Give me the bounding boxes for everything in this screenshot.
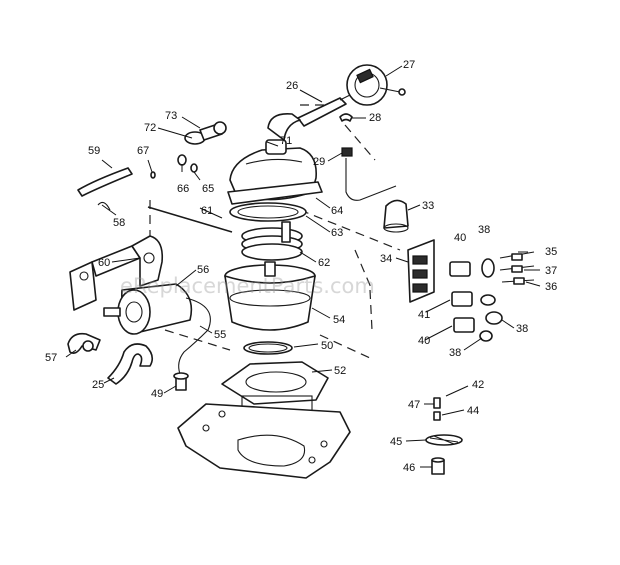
callout-73: 73 bbox=[165, 110, 177, 122]
callout-25: 25 bbox=[92, 379, 104, 391]
callout-40-top: 40 bbox=[454, 232, 466, 244]
callout-71: 71 bbox=[280, 135, 292, 147]
part-65-66-67-fittings bbox=[150, 154, 198, 179]
part-49-bolt bbox=[173, 372, 189, 391]
callout-38-bottom: 38 bbox=[449, 347, 461, 359]
callout-63: 63 bbox=[331, 227, 343, 239]
part-59-hose bbox=[77, 167, 133, 211]
callout-40-bottom: 40 bbox=[418, 335, 430, 347]
callout-37: 37 bbox=[545, 265, 557, 277]
part-28-clip bbox=[339, 113, 353, 122]
part-35-36-37-wires bbox=[499, 251, 535, 285]
part-50-oring bbox=[243, 341, 293, 355]
part-57-clamp bbox=[67, 332, 101, 354]
callout-57: 57 bbox=[45, 352, 57, 364]
callout-59: 59 bbox=[88, 145, 100, 157]
callout-61: 61 bbox=[201, 205, 213, 217]
part-42-44-47-screw bbox=[433, 397, 441, 421]
callout-66: 66 bbox=[177, 183, 189, 195]
callout-36: 36 bbox=[545, 281, 557, 293]
callout-50: 50 bbox=[321, 340, 333, 352]
part-25-hose bbox=[107, 343, 154, 385]
callout-58: 58 bbox=[113, 217, 125, 229]
part-52-housing bbox=[221, 361, 329, 413]
callout-45: 45 bbox=[390, 436, 402, 448]
callout-38-mid: 38 bbox=[516, 323, 528, 335]
callout-49: 49 bbox=[151, 388, 163, 400]
callout-56: 56 bbox=[197, 264, 209, 276]
callout-labels: 27 26 28 73 72 71 29 59 67 66 65 64 33 5… bbox=[45, 59, 557, 474]
callout-60: 60 bbox=[98, 257, 110, 269]
part-29-fitting bbox=[341, 147, 353, 157]
part-64-cover bbox=[227, 139, 323, 205]
callout-55: 55 bbox=[214, 329, 226, 341]
callout-44: 44 bbox=[467, 405, 479, 417]
part-45-filter-disc bbox=[425, 434, 463, 446]
callout-28: 28 bbox=[369, 112, 381, 124]
part-56-motor bbox=[103, 283, 193, 335]
callout-64: 64 bbox=[331, 205, 343, 217]
part-27-handwheel bbox=[346, 64, 406, 106]
part-62-coil bbox=[241, 221, 303, 261]
callout-65: 65 bbox=[202, 183, 214, 195]
callout-26: 26 bbox=[286, 80, 298, 92]
part-26-shaft bbox=[267, 94, 351, 141]
base-plate bbox=[177, 403, 351, 479]
part-72-73-valve bbox=[184, 121, 227, 145]
callout-27: 27 bbox=[403, 59, 415, 71]
callout-52: 52 bbox=[334, 365, 346, 377]
part-54-basket bbox=[224, 261, 316, 331]
part-33-cap bbox=[383, 199, 409, 233]
callout-54: 54 bbox=[333, 314, 345, 326]
callout-46: 46 bbox=[403, 462, 415, 474]
part-61-rod bbox=[147, 206, 233, 233]
callout-42: 42 bbox=[472, 379, 484, 391]
part-38-lamps bbox=[479, 258, 503, 342]
part-46-cylinder bbox=[431, 457, 445, 475]
callout-38-top: 38 bbox=[478, 224, 490, 236]
callout-33: 33 bbox=[422, 200, 434, 212]
part-55-tube bbox=[178, 297, 211, 375]
callout-34: 34 bbox=[380, 253, 392, 265]
callout-62: 62 bbox=[318, 257, 330, 269]
callout-41: 41 bbox=[418, 309, 430, 321]
part-29-arm bbox=[345, 158, 397, 201]
leader-lines bbox=[65, 65, 541, 468]
part-63-gasket bbox=[229, 202, 307, 222]
callout-47: 47 bbox=[408, 399, 420, 411]
watermark: eReplacementParts.com bbox=[120, 274, 375, 298]
callout-29: 29 bbox=[313, 156, 325, 168]
callout-72: 72 bbox=[144, 122, 156, 134]
part-34-switch-panel bbox=[407, 239, 435, 303]
callout-67: 67 bbox=[137, 145, 149, 157]
part-40-41-switches bbox=[449, 261, 475, 333]
callout-35: 35 bbox=[545, 246, 557, 258]
